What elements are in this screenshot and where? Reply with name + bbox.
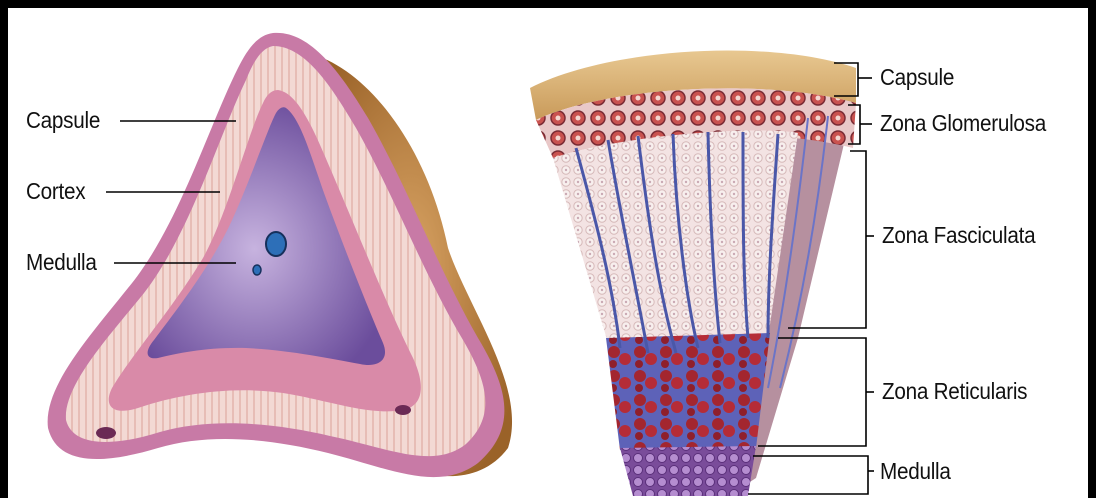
wedge-medulla bbox=[620, 446, 756, 496]
wedge-reticularis bbox=[606, 333, 770, 450]
tail-vessel-left bbox=[96, 427, 116, 439]
label-capsule-right: Capsule bbox=[880, 64, 954, 91]
diagram-panel: Capsule Cortex Medulla Capsule Zona Glom… bbox=[8, 8, 1088, 498]
label-zona-glomerulosa: Zona Glomerulosa bbox=[880, 110, 1046, 137]
label-zona-reticularis: Zona Reticularis bbox=[882, 378, 1027, 405]
central-vein bbox=[266, 232, 286, 256]
label-capsule-left: Capsule bbox=[26, 107, 100, 134]
tail-vessel-right bbox=[395, 405, 411, 415]
bracket-medulla bbox=[748, 456, 868, 494]
label-cortex: Cortex bbox=[26, 178, 85, 205]
cortex-wedge bbox=[530, 51, 856, 496]
label-zona-fasciculata: Zona Fasciculata bbox=[882, 222, 1035, 249]
adrenal-gland-section bbox=[48, 33, 512, 477]
small-vein bbox=[253, 265, 261, 275]
label-medulla-left: Medulla bbox=[26, 249, 97, 276]
label-medulla-right: Medulla bbox=[880, 458, 951, 485]
